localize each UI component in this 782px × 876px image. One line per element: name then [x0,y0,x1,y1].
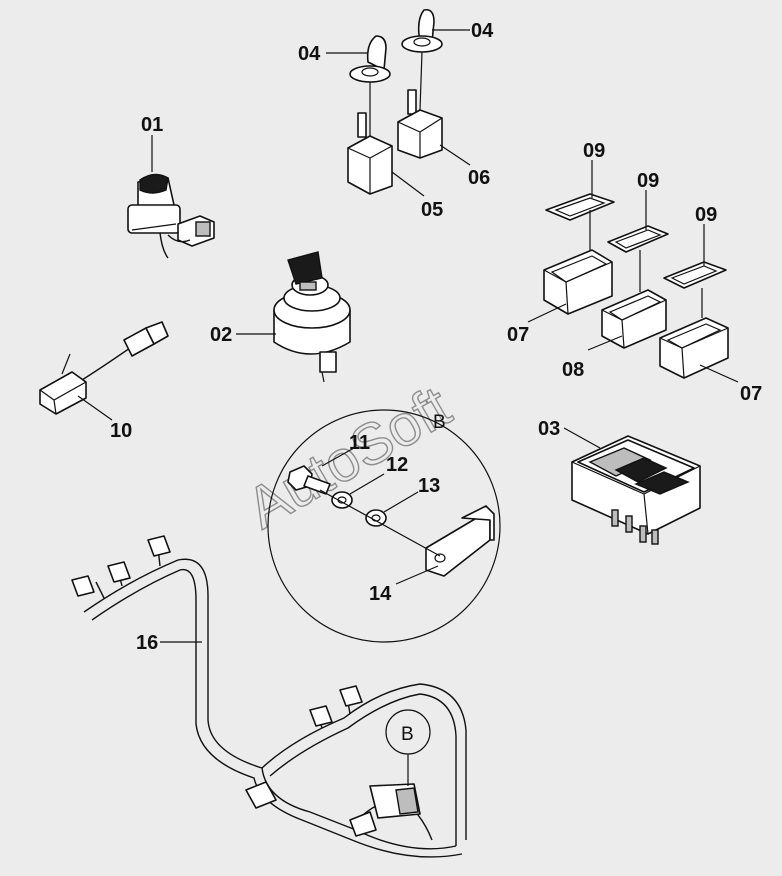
harness-connectors [71,535,421,837]
label-09b: 09 [637,170,659,192]
label-08: 08 [562,359,584,381]
label-07b: 07 [740,383,762,405]
leader-11 [321,447,355,467]
washer-13 [365,509,387,527]
label-09c: 09 [695,204,717,226]
label-04b: 04 [471,20,494,42]
label-16: 16 [136,632,158,654]
leader-12 [349,473,385,495]
label-01: 01 [141,114,163,136]
watermark-text: AutoSoft [236,374,461,542]
label-11: 11 [349,432,370,454]
leader-10 [77,395,113,421]
washer-12 [331,491,353,509]
label-03: 03 [538,418,560,440]
label-09a: 09 [583,140,605,162]
label-04a: 04 [298,43,321,65]
bezel-09-right [663,261,727,289]
leader-03 [563,427,601,449]
toggle-switch-05 [347,82,393,195]
leader-14 [395,565,439,585]
toggle-switch-06 [397,51,443,159]
toggle-boot-04-right [401,8,443,53]
bolt-11 [287,465,331,495]
leader-06 [439,144,471,166]
bezel-09-middle [607,225,669,253]
rocker-switch-03 [571,435,701,545]
wiring-harness-16 [83,547,467,858]
housing-07-right [659,288,729,379]
label-06: 06 [468,167,490,189]
detail-circle-b [267,409,501,643]
leader-13 [383,491,419,513]
detail-marker-b-top: B [433,412,446,433]
leader-07a [527,303,567,323]
label-05: 05 [421,199,443,221]
label-02: 02 [210,324,232,346]
label-13: 13 [418,475,440,497]
toggle-boot-04-left [349,35,391,83]
leader-07b [699,364,739,383]
label-12: 12 [386,454,408,476]
bezel-09-left [545,193,615,221]
bracket-14 [319,489,495,577]
micro-switch-10 [39,321,169,415]
detail-marker-b-harness: B [401,724,414,745]
housing-07-left [543,210,613,315]
leader-08 [587,335,623,351]
housing-08 [601,250,667,349]
ignition-switch-02 [273,251,351,383]
leader-05 [391,171,425,197]
label-07a: 07 [507,324,529,346]
label-14: 14 [369,583,392,605]
selector-switch-01 [127,173,215,259]
label-10: 10 [110,420,132,442]
